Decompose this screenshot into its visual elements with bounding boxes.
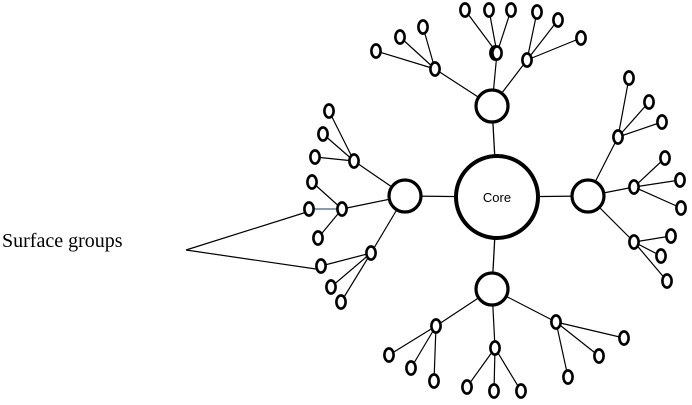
sub-to-surface-link-bottom-0 (388, 325, 437, 356)
sub-to-surface-link-left-8 (340, 252, 372, 303)
surface-group-left-8 (335, 294, 347, 310)
branch-point-right (570, 178, 606, 214)
sub-to-surface-link-right-0 (617, 77, 630, 138)
sub-to-surface-link-left-1 (322, 133, 355, 162)
sub-branch-node-left-0 (348, 153, 360, 169)
surface-group-left-3 (306, 174, 318, 190)
branch-points (387, 88, 606, 307)
sub-branch-node-right-1 (628, 179, 640, 195)
surface-group-right-2 (656, 114, 668, 130)
sub-branch-node-top-2 (521, 52, 533, 68)
surface-group-top-1 (394, 29, 406, 45)
sub-branch-node-left-1 (336, 201, 348, 217)
surface-group-top-3 (459, 2, 471, 18)
branch-point-top (474, 88, 510, 124)
surface-group-bottom-8 (618, 330, 630, 346)
sub-branch-node-top-0 (429, 61, 441, 77)
sub-to-surface-link-left-6 (320, 252, 372, 267)
sub-to-surface-link-bottom-1 (410, 325, 437, 369)
surface-group-right-8 (661, 273, 673, 289)
sub-to-surface-link-right-8 (633, 241, 668, 282)
sub-to-surface-link-bottom-7 (555, 321, 600, 357)
sub-to-surface-link-right-4 (633, 179, 681, 188)
surface-group-left-0 (323, 103, 335, 119)
surface-group-left-7 (325, 279, 337, 295)
sub-to-surface-link-left-7 (330, 252, 372, 288)
sub-to-surface-link-top-1 (399, 36, 436, 70)
annotation-pointer-lines (185, 210, 317, 270)
sub-branch-node-right-2 (628, 234, 640, 250)
branch-point-bottom (474, 271, 510, 307)
surface-group-right-4 (674, 172, 686, 188)
sub-to-surface-link-bottom-8 (555, 321, 625, 339)
sub-branch-node-left-2 (365, 245, 377, 261)
sub-to-surface-link-right-2 (617, 121, 663, 138)
surface-group-top-9 (575, 30, 587, 46)
core-label: Core (483, 190, 511, 205)
core-circle (454, 154, 540, 240)
surface-group-bottom-3 (461, 379, 473, 395)
surface-group-bottom-1 (405, 360, 417, 376)
sub-to-surface-link-bottom-3 (466, 347, 496, 388)
sub-to-surface-link-bottom-6 (555, 321, 569, 378)
surface-group-bottom-5 (515, 383, 527, 399)
surface-group-bottom-4 (488, 383, 500, 399)
surface-group-right-1 (643, 94, 655, 110)
sub-to-surface-link-right-3 (633, 157, 666, 188)
sub-branch-node-right-0 (612, 129, 624, 145)
surface-group-top-0 (370, 43, 382, 59)
surface-group-top-2 (417, 19, 429, 35)
sub-to-surface-link-top-7 (526, 11, 538, 61)
surface-group-top-8 (552, 12, 564, 28)
surface-group-left-5 (312, 230, 324, 246)
sub-to-surface-link-left-0 (328, 110, 355, 162)
surface-group-left-6 (315, 258, 327, 274)
branch-point-left (387, 178, 423, 214)
sub-branch-node-top-1 (491, 45, 503, 61)
surface-group-left-2 (309, 149, 321, 165)
surface-group-left-4 (303, 201, 315, 217)
sub-to-surface-link-left-2 (314, 156, 355, 162)
sub-to-surface-link-bottom-5 (494, 347, 522, 392)
surface-group-top-7 (531, 4, 543, 20)
sub-to-surface-link-left-3 (311, 181, 343, 210)
sub-to-surface-link-right-6 (633, 235, 672, 243)
surface-group-bottom-6 (562, 369, 574, 385)
surface-group-right-3 (659, 150, 671, 166)
sub-to-surface-link-bottom-2 (433, 325, 437, 382)
pointer-line-lower (185, 249, 317, 270)
sub-to-surface-link-top-3 (464, 9, 498, 54)
surface-group-top-4 (483, 2, 495, 18)
sub-to-surface-link-right-5 (633, 186, 682, 209)
surface-group-bottom-7 (593, 348, 605, 364)
surface-group-bottom-2 (428, 373, 440, 389)
sub-branch-node-bottom-0 (430, 318, 442, 334)
surface-group-top-5 (505, 2, 517, 18)
surface-group-left-1 (317, 126, 329, 142)
sub-to-surface-link-top-0 (375, 50, 436, 70)
sub-to-surface-link-top-9 (526, 37, 582, 61)
sub-to-surface-link-right-1 (617, 101, 650, 138)
surface-groups (303, 2, 687, 399)
surface-group-right-5 (675, 200, 687, 216)
pointer-line-upper (185, 210, 311, 251)
sub-to-surface-link-top-8 (526, 19, 559, 61)
surface-groups-label: Surface groups (2, 230, 123, 252)
sub-branch-node-bottom-2 (550, 314, 562, 330)
sub-branch-node-bottom-1 (489, 340, 501, 356)
surface-group-right-7 (655, 248, 667, 264)
surface-group-right-6 (665, 228, 677, 244)
surface-group-right-0 (623, 70, 635, 86)
surface-group-bottom-0 (383, 347, 395, 363)
